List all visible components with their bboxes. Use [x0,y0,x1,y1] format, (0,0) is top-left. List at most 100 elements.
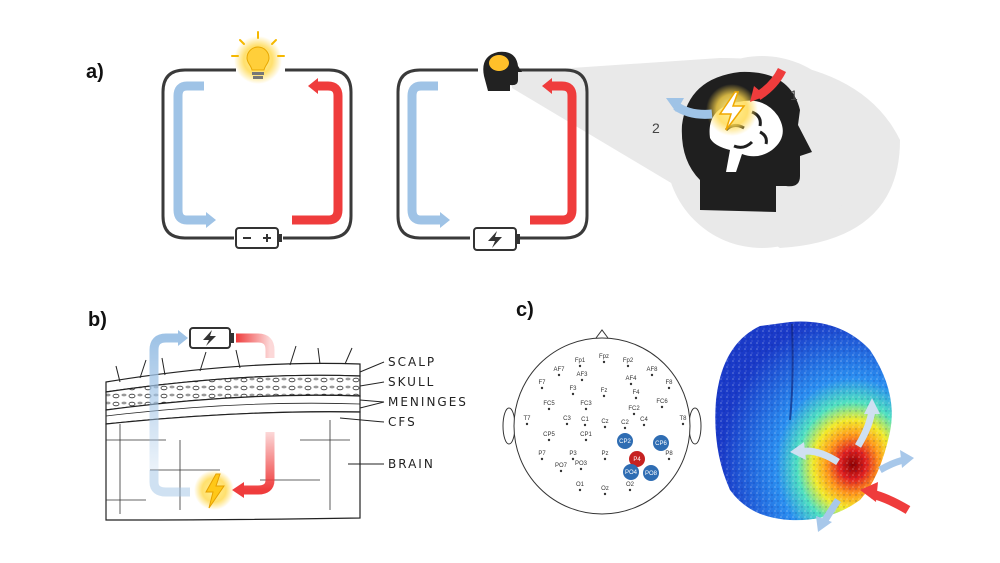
electrode-dot [626,364,630,368]
electrode-f3: F3 [569,386,577,396]
circuit-wire [396,68,589,240]
layer-label-scalp: SCALP [388,355,436,369]
electrode-dot [584,407,588,411]
brain-head-icon [483,51,522,91]
current-return-arrow [530,81,577,225]
electrode-label: C1 [581,417,589,423]
electrode-label: O1 [576,482,585,488]
electrode-p4: P4 [629,451,645,467]
electrode-label: F3 [569,386,577,392]
red-arrowhead [542,78,552,94]
electrode-label: FC3 [580,401,592,407]
electrode-label: CP1 [580,432,592,438]
electrode-dot [623,426,627,430]
electrode-c2: C2 [621,420,629,430]
electrode-dot [525,422,529,426]
electrode-label: F7 [538,380,546,386]
electrode-label: Cz [601,419,608,425]
lightning-icon [718,91,746,131]
electrode-fz: Fz [601,388,607,398]
electrode-dot [602,360,606,364]
layer-labels: SCALP SKULL MENINGES CFS BRAIN [339,355,466,471]
electrode-fc5: FC5 [543,401,555,411]
electrode-label: P8 [665,451,673,457]
step-1-label: 1 [790,87,798,103]
electrode-label: AF7 [553,367,565,373]
electrode-dot [584,438,588,442]
electrode-o1: O1 [576,482,585,492]
electrode-label: PO7 [555,463,568,469]
spread-arrowhead [864,398,880,414]
electrode-label: PO8 [645,471,658,477]
electrode-oz: Oz [601,486,609,496]
electrode-dot [634,396,638,400]
electrode-po4: PO4 [623,464,639,480]
panel-c-label: c) [516,299,534,321]
electrode-label: AF4 [625,376,637,382]
electrode-label: AF3 [576,372,588,378]
electrode-dot [660,405,664,409]
cortical-heatmap [715,321,892,521]
electrode-dot [603,457,607,461]
electrode-po7: PO7 [555,463,568,473]
electrode-label: Fp2 [623,358,634,364]
electrode-c4: C4 [640,417,648,427]
electrode-marker [623,464,639,480]
step-2-label: 2 [652,120,660,136]
right-ear [688,407,702,445]
light-bulb-icon [231,31,285,84]
blue-arrowhead [440,212,450,228]
electrode-dot [650,373,654,377]
current-in-arrow [236,333,275,358]
electrode-marker [653,435,669,451]
electrode-pz: Pz [601,451,609,461]
input-arrow [870,489,911,514]
electrode-p3: P3 [569,451,577,461]
left-ear [502,407,516,445]
electrode-t8: T8 [679,416,687,426]
spread-arrowhead [900,450,914,468]
electrode-fpz: Fpz [599,354,609,364]
panel-b-label: b) [88,309,107,331]
spread-arrowhead [816,516,832,532]
electrode-dot [603,492,607,496]
electrode-f4: F4 [632,390,640,400]
battery-icon [235,227,282,249]
electrode-dot [667,386,671,390]
electrode-po8: PO8 [643,465,659,481]
blue-arrowhead [178,330,188,346]
electrode-label: AF8 [646,367,658,373]
electrode-marker [643,465,659,481]
electrode-dot [571,392,575,396]
electrode-fc6: FC6 [656,399,668,409]
rechargeable-battery-icon [473,227,520,251]
circuit-wire [161,68,353,240]
current-base-arrow [149,470,190,497]
electrode-label: CP6 [655,441,667,447]
electrode-af8: AF8 [646,367,658,377]
electrode-dot [540,386,544,390]
electrode-label: F4 [632,390,640,396]
electrode-cz: Cz [601,419,609,429]
electrode-label: P3 [569,451,577,457]
layer-label-cfs: CFS [388,415,417,429]
electrode-fc2: FC2 [628,406,640,416]
electrode-dot [603,425,607,429]
electrode-dot [571,457,575,461]
electrode-label: P7 [538,451,546,457]
electrode-label: F8 [665,380,673,386]
electrode-dot [642,423,646,427]
panel-a-label: a) [86,61,104,83]
electrode-f8: F8 [665,380,673,390]
input-arrowhead [860,482,878,502]
electrode-marker [617,433,633,449]
electrode-af3: AF3 [576,372,588,382]
large-head-icon [681,71,812,213]
electrode-label: Oz [601,486,609,492]
electrode-dot [579,467,583,471]
red-arrowhead [308,78,318,94]
electrode-dot [547,407,551,411]
